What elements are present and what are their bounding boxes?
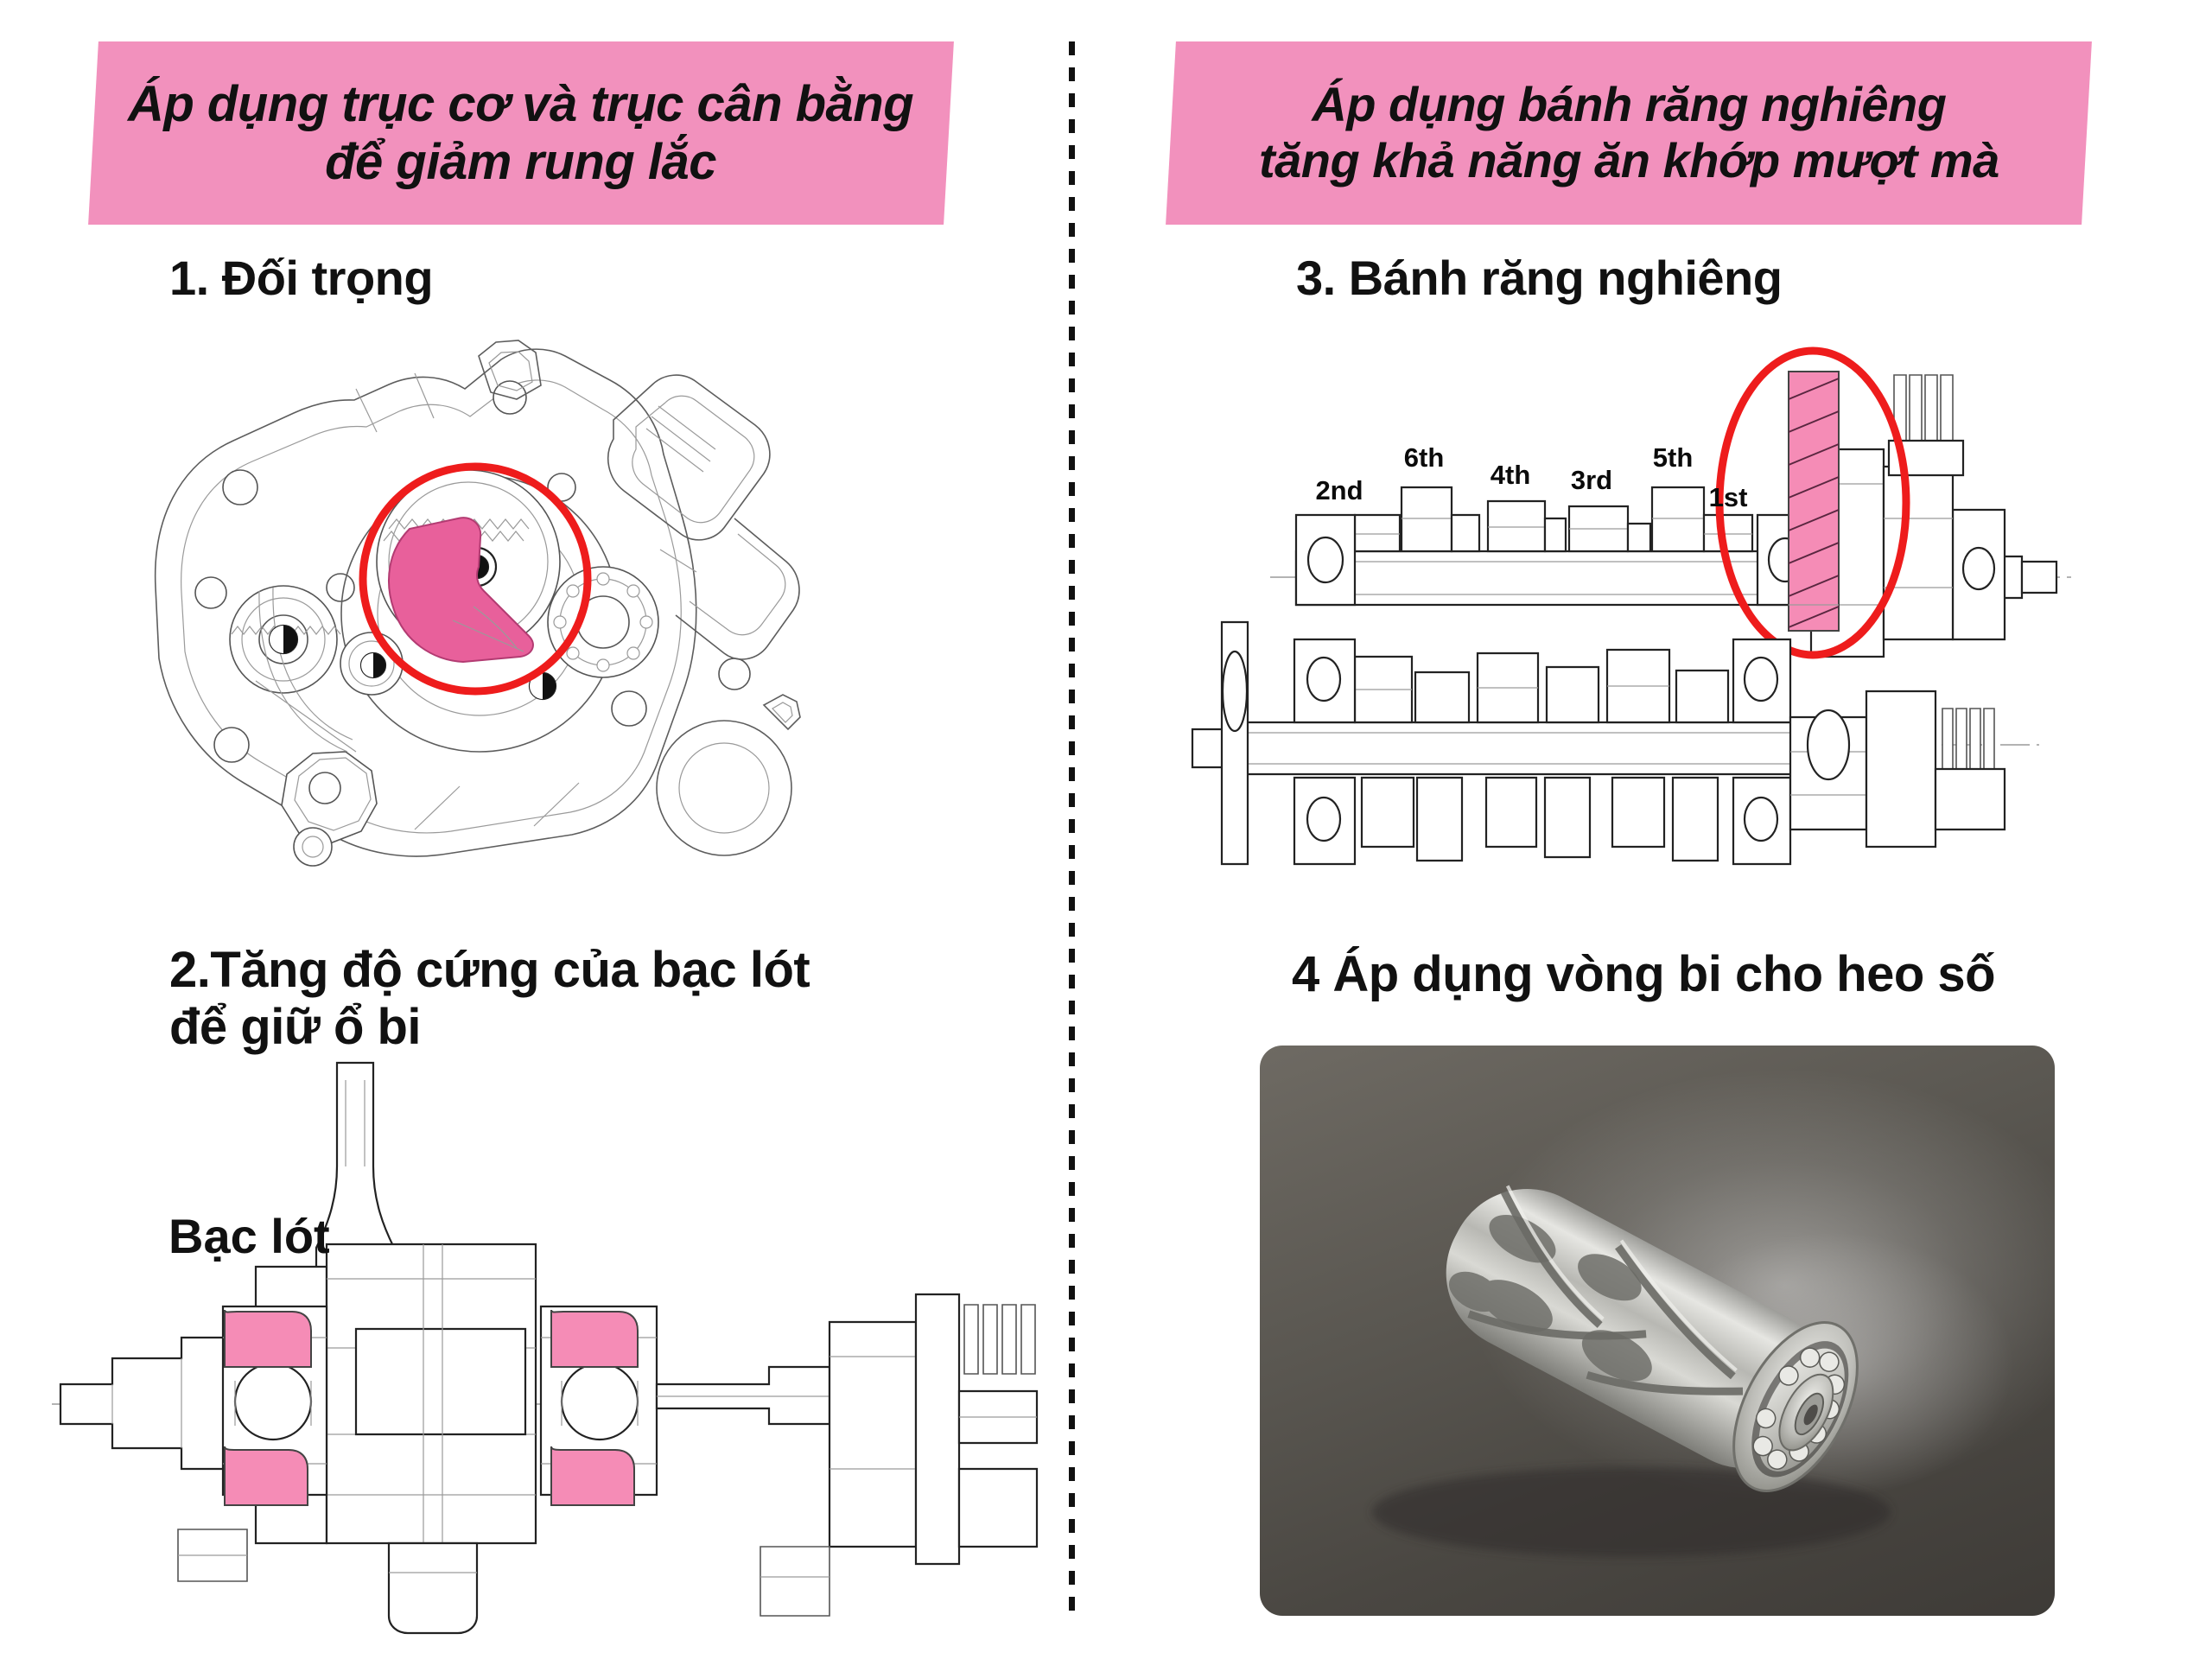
right-banner: Áp dụng bánh răng nghiêng tăng khả năng …	[1166, 41, 2092, 225]
gear-label-1st: 1st	[1709, 482, 1748, 512]
engine-case-diagram	[130, 302, 821, 873]
transmission-diagram: 2nd 6th 4th 3rd 5th 1st	[1191, 346, 2143, 881]
shift-drum-photo	[1260, 1046, 2055, 1616]
section-2-title-line2: để giữ ổ bi	[169, 999, 422, 1056]
pink-bushing-lower-right	[550, 1446, 635, 1506]
bac-lot-label: Bạc lót	[168, 1209, 330, 1263]
vertical-dashed-divider	[1069, 41, 1075, 1623]
pink-bushing-lower-left	[224, 1446, 308, 1506]
section-4-title: 4 Áp dụng vòng bi cho heo số	[1292, 946, 1996, 1002]
gear-label-3rd: 3rd	[1571, 465, 1612, 495]
gear-label-2nd: 2nd	[1315, 475, 1363, 505]
shift-drum-illustration	[1372, 1185, 1891, 1557]
left-banner-line2: để giảm rung lắc	[325, 134, 717, 190]
gear-label-5th: 5th	[1653, 442, 1694, 473]
red-highlight-circle-counterweight	[359, 462, 592, 696]
counterweight-highlight	[388, 517, 534, 664]
section-3-title: 3. Bánh răng nghiêng	[1296, 251, 1783, 305]
gear-label-6th: 6th	[1404, 442, 1445, 473]
section-2-title: 2.Tăng độ cứng của bạc lót để giữ ổ bi	[169, 942, 887, 1056]
left-banner: Áp dụng trục cơ và trục cân bằng để giảm…	[88, 41, 954, 225]
red-highlight-circle-helical-gear	[1715, 346, 1910, 659]
left-bearing-assembly	[221, 1305, 328, 1506]
gear-label-4th: 4th	[1491, 460, 1531, 490]
crankshaft-bushing-diagram	[52, 1061, 1039, 1635]
right-banner-line2: tăng khả năng ăn khớp mượt mà	[1258, 133, 1999, 188]
right-bearing-assembly	[539, 1305, 658, 1506]
section-2-title-line1: 2.Tăng độ cứng của bạc lót	[169, 942, 810, 998]
pink-bushing-upper-left	[224, 1309, 312, 1368]
right-banner-line1: Áp dụng bánh răng nghiêng	[1311, 77, 1947, 132]
section-1-title: 1. Đối trọng	[169, 251, 434, 305]
helical-gear-highlight	[1788, 371, 1840, 632]
pink-bushing-upper-right	[550, 1309, 639, 1368]
left-banner-line1: Áp dụng trục cơ và trục cân bằng	[128, 75, 914, 132]
